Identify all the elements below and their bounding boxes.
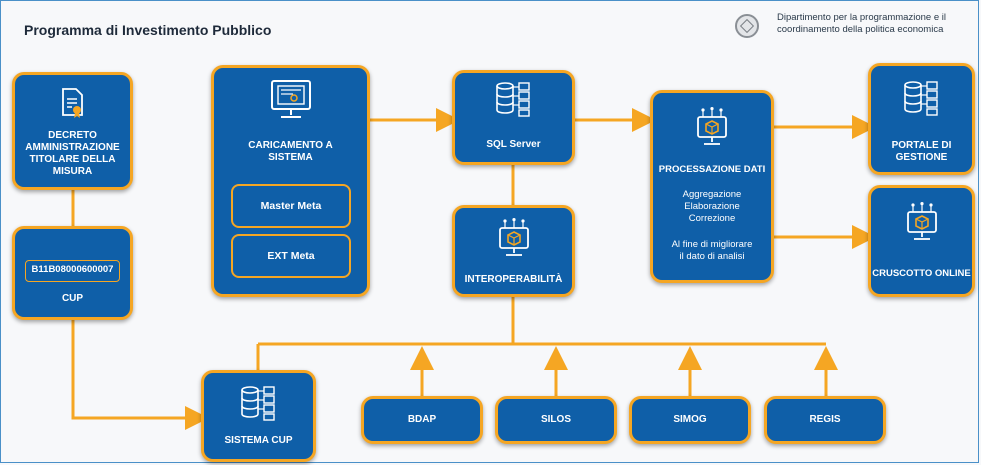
document-certificate-icon [61,88,83,118]
simog-label: SIMOG [673,414,707,425]
processazione-note-1: Al fine di migliorare [671,239,753,250]
master-meta-box: Master Meta [231,184,351,228]
database-icon [240,386,275,421]
cup-code: B11B08000600007 [25,260,120,282]
silos-label: SILOS [540,414,571,425]
caricamento-label: CARICAMENTO A SISTEMA [248,140,333,163]
cruscotto-node: CRUSCOTTO ONLINE [868,185,975,297]
processazione-step-1: Aggregazione [682,189,742,200]
decreto-node: DECRETO AMMINISTRAZIONE TITOLARE DELLA M… [12,72,133,190]
interoperabilita-label: INTEROPERABILITÀ [464,274,563,285]
bdap-label: BDAP [407,414,437,425]
portale-node: PORTALE DI GESTIONE [868,63,975,175]
processazione-label: PROCESSAZIONE DATI [658,164,766,175]
processazione-note-2: il dato di analisi [679,251,745,262]
processazione-step-2: Elaborazione [684,201,740,212]
database-icon [495,82,530,117]
simog-node: SIMOG [629,396,751,444]
processazione-step-3: Correzione [688,213,736,224]
sql-server-node: SQL Server [452,70,575,165]
cruscotto-label: CRUSCOTTO ONLINE [872,268,971,279]
department-line-2: coordinamento della politica economica [777,24,944,35]
cup-node: B11B08000600007 CUP [12,226,133,320]
network-cube-icon [697,107,727,145]
interoperabilita-node: INTEROPERABILITÀ [452,205,575,297]
sql-server-label: SQL Server [486,139,541,150]
regis-node: REGIS [764,396,886,444]
database-icon [903,81,938,116]
processazione-node: PROCESSAZIONE DATI Aggregazione Elaboraz… [650,90,774,283]
page-title: Programma di Investimento Pubblico [24,22,272,38]
sistema-cup-label: SISTEMA CUP [224,435,293,446]
bdap-node: BDAP [361,396,483,444]
cup-label: CUP [61,293,84,304]
republic-emblem-icon [735,14,759,38]
caricamento-node: CARICAMENTO A SISTEMA Master Meta EXT Me… [211,65,370,297]
portale-label: PORTALE DI GESTIONE [891,140,952,163]
network-cube-icon [906,202,937,240]
sistema-cup-node: SISTEMA CUP [201,370,316,462]
department-line-1: Dipartimento per la programmazione e il [777,12,946,23]
silos-node: SILOS [495,396,617,444]
department-name: Dipartimento per la programmazione e il … [777,12,946,36]
ext-meta-box: EXT Meta [231,234,351,278]
regis-label: REGIS [809,414,841,425]
monitor-upload-icon [270,80,311,118]
decreto-label: DECRETO AMMINISTRAZIONE TITOLARE DELLA M… [25,130,120,177]
network-cube-icon [498,218,529,256]
connector-cup-sistema-cup [71,318,209,430]
